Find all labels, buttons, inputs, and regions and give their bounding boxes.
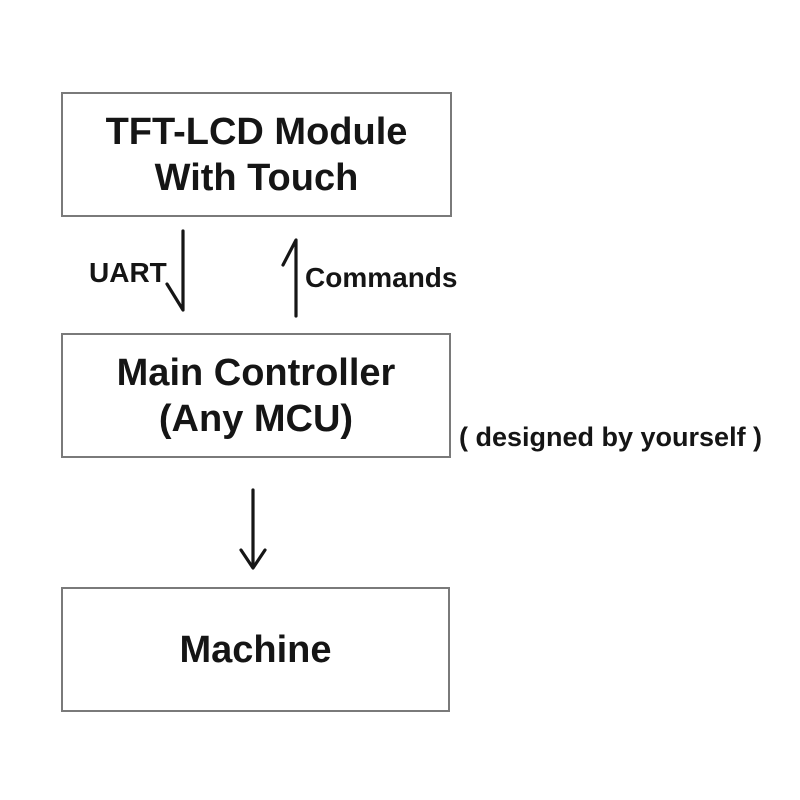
machine-title: Machine <box>179 628 332 671</box>
tft-lcd-module-title: TFT-LCD Module <box>105 110 408 153</box>
designed-by-yourself-label: ( designed by yourself ) <box>459 422 763 452</box>
tft-lcd-module-subtitle: With Touch <box>154 156 359 199</box>
box-machine: Machine <box>61 587 450 712</box>
box-main-controller: Main Controller (Any MCU) <box>61 333 451 458</box>
commands-up-arrow-icon <box>281 238 298 318</box>
box-tft-lcd-module: TFT-LCD Module With Touch <box>61 92 452 217</box>
main-controller-title: Main Controller <box>116 351 396 394</box>
commands-label: Commands <box>305 262 458 293</box>
controller-to-machine-arrowhead-icon <box>239 548 267 570</box>
uart-label: UART <box>89 257 167 288</box>
uart-down-arrow-icon <box>165 229 185 312</box>
main-controller-subtitle: (Any MCU) <box>158 397 354 440</box>
